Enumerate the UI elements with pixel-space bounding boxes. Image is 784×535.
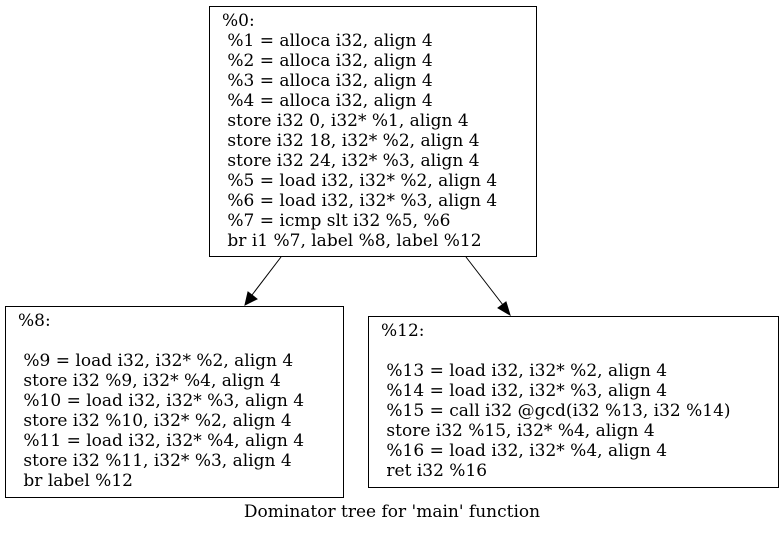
diagram-caption: Dominator tree for 'main' function: [243, 502, 541, 522]
node-block-8: %8: %9 = load i32, i32* %2, align 4 stor…: [5, 306, 344, 498]
instruction-line: %1 = alloca i32, align 4: [222, 31, 433, 51]
blank-line: [18, 331, 343, 351]
node-block-12: %12: %13 = load i32, i32* %2, align 4 %1…: [368, 316, 779, 488]
instruction-line: %9 = load i32, i32* %2, align 4: [18, 351, 294, 371]
instruction-line: %2 = alloca i32, align 4: [222, 51, 433, 71]
instruction-line: store i32 18, i32* %2, align 4: [222, 131, 480, 151]
instruction-line: %7 = icmp slt i32 %5, %6: [222, 211, 451, 231]
instruction-line: br i1 %7, label %8, label %12: [222, 231, 482, 251]
node-label: %8:: [18, 311, 51, 331]
instruction-line: %6 = load i32, i32* %3, align 4: [222, 191, 498, 211]
instruction-line: %13 = load i32, i32* %2, align 4: [381, 361, 668, 381]
arrowhead-icon: [497, 301, 511, 317]
instruction-line: %15 = call i32 @gcd(i32 %13, i32 %14): [381, 401, 731, 421]
instruction-line: %14 = load i32, i32* %3, align 4: [381, 381, 668, 401]
instruction-line: ret i32 %16: [381, 461, 488, 481]
instruction-line: br label %12: [18, 471, 133, 491]
instruction-line: %3 = alloca i32, align 4: [222, 71, 433, 91]
instruction-line: store i32 %10, i32* %2, align 4: [18, 411, 292, 431]
instruction-line: %10 = load i32, i32* %3, align 4: [18, 391, 305, 411]
instruction-line: store i32 %9, i32* %4, align 4: [18, 371, 281, 391]
edge-0-to-12: [465, 256, 511, 317]
blank-line: [381, 341, 778, 361]
arrowhead-icon: [244, 291, 258, 306]
instruction-line: %16 = load i32, i32* %4, align 4: [381, 441, 668, 461]
instruction-line: store i32 %15, i32* %4, align 4: [381, 421, 655, 441]
instruction-line: %4 = alloca i32, align 4: [222, 91, 433, 111]
instruction-line: store i32 24, i32* %3, align 4: [222, 151, 480, 171]
instruction-line: store i32 0, i32* %1, align 4: [222, 111, 469, 131]
instruction-line: store i32 %11, i32* %3, align 4: [18, 451, 292, 471]
edge-0-to-8: [244, 256, 282, 306]
node-label: %0:: [222, 11, 255, 31]
instruction-line: %5 = load i32, i32* %2, align 4: [222, 171, 498, 191]
node-block-0: %0: %1 = alloca i32, align 4 %2 = alloca…: [209, 6, 537, 257]
instruction-line: %11 = load i32, i32* %4, align 4: [18, 431, 305, 451]
node-label: %12:: [381, 321, 425, 341]
